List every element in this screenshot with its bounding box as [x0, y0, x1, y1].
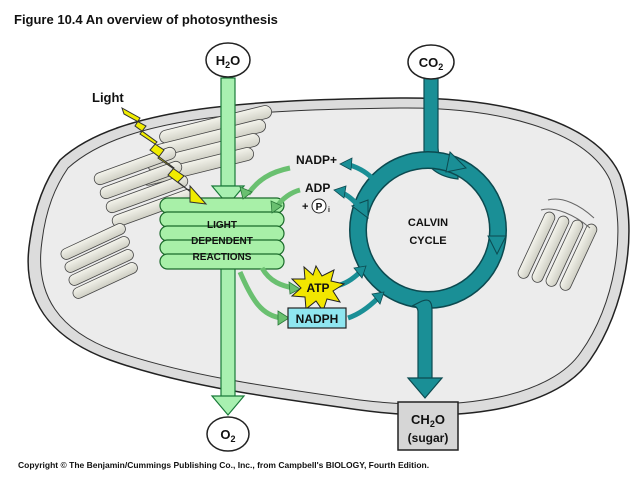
light-reactions-line-1: LIGHT: [207, 220, 237, 231]
pi-label: P: [316, 202, 323, 213]
calvin-cycle-line-2: CYCLE: [409, 235, 446, 247]
stroma-lamella: [547, 198, 595, 219]
pi-subscript: i: [328, 207, 330, 214]
nadp-return-head: [339, 157, 353, 171]
atp-arrow-head: [288, 281, 301, 295]
calvin-arrow-top: [445, 150, 468, 173]
ch2o-label: CH2O: [411, 412, 445, 429]
light-reactions-line-3: REACTIONS: [193, 252, 252, 263]
nadph-into-cycle-head: [371, 291, 385, 305]
stroma-lamella-2: [540, 208, 591, 229]
adp-arrow-head: [270, 200, 283, 214]
atp-into-cycle-head: [353, 265, 367, 279]
nadp-arrow-head: [239, 186, 253, 200]
pi-plus-label: +: [302, 201, 308, 213]
copyright-notice: Copyright © The Benjamin/Cummings Publis…: [18, 460, 430, 470]
reactions-to-nadph-arrow: [237, 271, 283, 321]
co2-oval: [407, 44, 455, 80]
adp-return-head: [333, 185, 347, 199]
light-reactions-thylakoid-stack: [159, 197, 285, 270]
nadph-box: [287, 307, 347, 329]
phosphate-circle-icon: [311, 198, 327, 214]
light-bolt-icon: [121, 106, 197, 197]
water-to-oxygen-arrow: [210, 77, 246, 416]
atp-label: ATP: [306, 281, 329, 295]
o2-oval: [206, 416, 250, 452]
adp-label: ADP: [305, 181, 330, 195]
nadph-arrow-head: [277, 310, 290, 326]
nadph-to-calvin-arrow: [347, 296, 380, 321]
co2-label: CO2: [419, 55, 444, 72]
sugar-output-arrow: [406, 299, 444, 399]
calvin-arrow-right: [487, 235, 507, 256]
granum-stack-right: [517, 211, 598, 291]
o2-label: O2: [220, 427, 235, 444]
nadp-plus-label: NADP+: [296, 153, 337, 167]
light-reactions-line-2: DEPENDENT: [191, 236, 253, 247]
nadp-to-light-reactions-arrow: [245, 165, 291, 196]
h2o-oval: [205, 42, 251, 78]
calvin-cycle-line-1: CALVIN: [408, 217, 448, 229]
nadph-label: NADPH: [296, 312, 339, 326]
figure-title: Figure 10.4 An overview of photosynthesi…: [14, 12, 278, 27]
light-arrow-head: [189, 184, 208, 205]
sugar-box: [397, 401, 459, 451]
atp-starburst-icon: [290, 264, 346, 313]
granum-stack-bottom-left: [60, 223, 138, 299]
light-label: Light: [92, 90, 124, 105]
h2o-label: H2O: [216, 53, 241, 70]
sugar-label: (sugar): [408, 431, 449, 445]
